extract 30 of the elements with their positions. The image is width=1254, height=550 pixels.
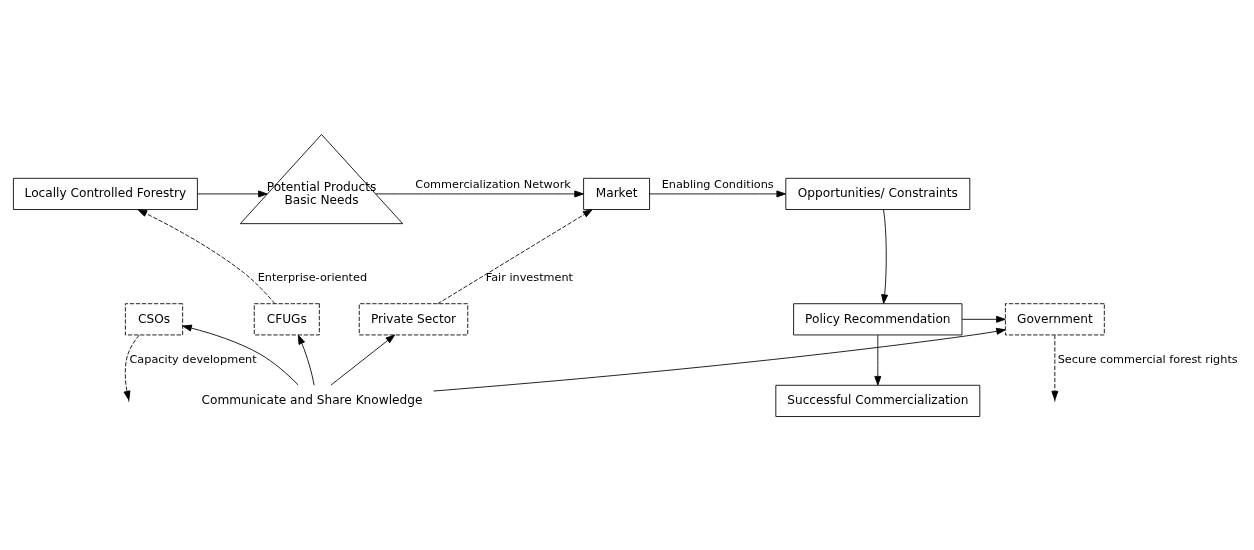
node-box: Market [583, 177, 650, 210]
node-box: Successful Commercialization [775, 384, 981, 417]
arrow [649, 189, 786, 197]
arrow [137, 208, 276, 304]
node-box: CFUGs [253, 302, 320, 335]
arrow [297, 334, 315, 386]
arrow [197, 189, 268, 197]
node-box: Locally Controlled Forestry [13, 177, 198, 210]
node-box: Private Sector [358, 302, 469, 335]
edge-label: Commercialization Network [415, 177, 571, 191]
arrow [1051, 334, 1059, 400]
node-box: CSOs [124, 302, 184, 335]
arrow [182, 324, 299, 385]
node-box: Government [1004, 302, 1105, 335]
node-box: Opportunities/ Constraints [785, 177, 971, 210]
arrow [330, 334, 396, 385]
arrow [437, 208, 593, 304]
arrow [874, 334, 882, 386]
edge-label: Capacity development [129, 352, 257, 366]
arrow [881, 208, 889, 304]
arrow [375, 189, 584, 197]
arrow [433, 327, 1006, 391]
edge-label: Fair investment [485, 270, 574, 284]
edge-label: Secure commercial forest rights [1057, 352, 1238, 366]
edge-label: Enabling Conditions [661, 177, 774, 191]
node-text: Communicate and Share Knowledge [201, 392, 423, 407]
arrow [961, 315, 1006, 323]
edge-label: Enterprise-oriented [257, 270, 368, 284]
node-box: Policy Recommendation [793, 302, 963, 335]
arrow [123, 334, 140, 400]
